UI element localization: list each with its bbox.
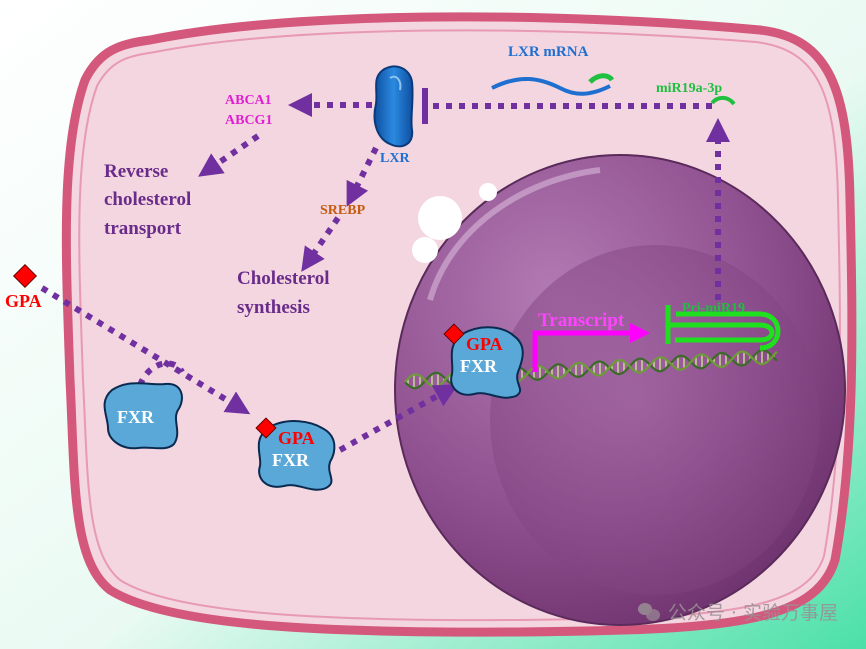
arrow-abca1-to-reverse-transport (198, 133, 260, 177)
pri-mir19-hairpin (665, 305, 781, 351)
label-abcg1: ABCG1 (225, 113, 272, 128)
nucleus (394, 154, 846, 626)
lxr-mrna-strand (491, 76, 611, 96)
arrow-fxr-binds-gpa (137, 360, 185, 387)
label-srebp: SREBP (320, 203, 366, 218)
vesicle (418, 196, 462, 240)
arrow-srebp-to-cholesterol-synthesis (301, 216, 341, 272)
label-gpa-outside: GPA (5, 291, 42, 311)
label-fxr-bound: FXR (272, 450, 310, 470)
arrow-lxr-to-srebp (346, 146, 379, 207)
fxr-protein-free (103, 382, 183, 450)
vesicle (412, 237, 438, 263)
label-cholesterol-rct: cholesterol (104, 189, 191, 210)
gpa-diamond-bound (255, 417, 277, 439)
label-fxr-nucleus: FXR (460, 356, 498, 376)
label-lxr: LXR (380, 151, 410, 166)
label-gpa-bound: GPA (278, 428, 315, 448)
label-transcript: Transcript (538, 310, 625, 331)
gpa-diamond (12, 263, 38, 289)
lxr-receptor (373, 65, 414, 148)
label-lxr-mrna: LXR mRNA (508, 44, 589, 60)
fxr-protein-nucleus (450, 326, 524, 399)
wechat-icon (637, 602, 660, 621)
label-mir19a-3p: miR19a-3p (656, 81, 722, 96)
label-pri-mir19: Pri-miR19 (682, 301, 745, 316)
fxr-protein-bound (257, 420, 336, 491)
watermark-text: 公众号 · 实验万事屋 (667, 602, 838, 624)
label-reverse: Reverse (104, 161, 168, 182)
transcript-arrow (532, 323, 650, 372)
label-transport: transport (104, 218, 182, 239)
label-cholesterol-synthesis-2: synthesis (237, 297, 310, 318)
mir-binding-site (588, 73, 615, 84)
label-fxr-free: FXR (117, 407, 155, 427)
watermark: 公众号 · 实验万事屋 (637, 598, 838, 625)
label-gpa-nucleus: GPA (466, 334, 503, 354)
vesicle (479, 183, 497, 201)
label-abca1: ABCA1 (225, 93, 272, 108)
mir19a-strand (710, 95, 736, 106)
gpa-diamond-nucleus (443, 323, 465, 345)
label-cholesterol-synthesis-1: Cholesterol (237, 268, 330, 289)
